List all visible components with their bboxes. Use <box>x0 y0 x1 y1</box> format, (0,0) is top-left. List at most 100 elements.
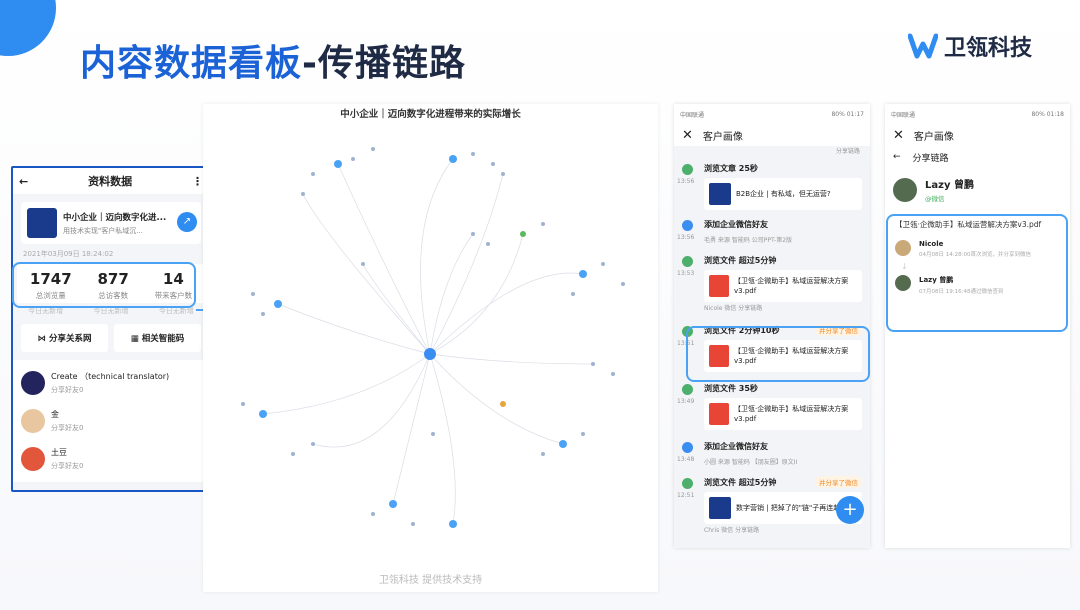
left-phone-title: 资料数据 <box>88 175 133 188</box>
graph-edges <box>262 158 594 525</box>
timeline-card[interactable]: B2B企业 | 有私域，但无运营? <box>704 178 862 210</box>
timeline-card-text: 【卫瓴·企微助手】私域运营解决方案v3.pdf <box>734 277 849 295</box>
timeline-item[interactable]: 12:51 浏览文件 超过5分钟 并分享了微信 数字营销 | 把掉了的"链"子再… <box>674 476 862 538</box>
top-meta: 分享链路 <box>835 148 860 155</box>
timeline-meta: Chris 微信 分享链路 <box>704 527 760 534</box>
list-item-sub: 分享好友0 <box>51 386 84 394</box>
status-carrier: 中国联通 <box>680 111 705 119</box>
share-chain-header: ← 分享链路 <box>885 146 1070 168</box>
graph-title: 中小企业｜迈向数字化进程带来的实际增长 <box>340 109 521 120</box>
chain-node-sub: 07月08日 19:16:48通过微信查到 <box>919 289 1004 295</box>
timeline-meta: Nicole 微信 分享链路 <box>704 305 763 312</box>
file-icon <box>682 164 693 175</box>
timeline-card-text: 数字营销 | 把掉了的"链"子再连起... <box>736 504 847 512</box>
timeline-time: 13:48 <box>677 456 695 463</box>
status-bar: 中国联通 80% 01:17 <box>674 104 870 124</box>
close-icon[interactable]: ✕ <box>893 127 904 143</box>
action-row: ⋈ 分享关系网 ▦ 相关智能码 <box>21 324 201 352</box>
share-network-label: 分享关系网 <box>48 334 92 344</box>
share-icon[interactable]: ↗ <box>177 212 197 232</box>
qr-code-icon: ▦ <box>130 334 142 344</box>
chain-node-name: Nicole <box>919 240 944 248</box>
wechat-icon <box>682 220 693 231</box>
user-row: Lazy 曾鹏 @微信 <box>885 168 1070 211</box>
status-carrier: 中国联通 <box>891 111 916 119</box>
timeline-card-text: 【卫瓴·企微助手】私域运营解决方案v3.pdf <box>734 347 849 365</box>
more-dots-icon[interactable]: ⋮ <box>192 174 203 188</box>
list-item[interactable]: 金分享好友0 <box>21 402 201 440</box>
title-main: 内容数据看板 <box>80 43 303 84</box>
status-battery-time: 80% 01:18 <box>1031 110 1064 118</box>
timeline-time: 13:56 <box>677 234 695 241</box>
timeline-item[interactable]: 13:49 浏览文件 35秒 【卫瓴·企微助手】私域运营解决方案v3.pdf <box>674 382 862 430</box>
chain-node[interactable]: Nicole 04月08日 14:28:00首次浏览，并分享到微信 <box>885 236 1070 262</box>
smart-code-button[interactable]: ▦ 相关智能码 <box>114 324 201 352</box>
close-icon[interactable]: ✕ <box>682 127 693 143</box>
timeline-card[interactable]: 【卫瓴·企微助手】私域运营解决方案v3.pdf <box>704 340 862 372</box>
stats-highlight-box <box>12 262 196 308</box>
timeline-title: 浏览文章 25秒 <box>704 164 758 173</box>
today-visitors: 今日无新增 <box>93 307 129 315</box>
page-title: 内容数据看板-传播链路 <box>80 34 466 86</box>
timeline-title: 浏览文件 35秒 <box>704 384 758 393</box>
avatar <box>21 371 45 395</box>
profile-header: ✕ 客户画像 <box>674 124 870 146</box>
list-item-name: 金 <box>51 410 59 419</box>
share-chain-title: 分享链路 <box>912 153 949 164</box>
share-network-icon: ⋈ <box>37 334 49 344</box>
timeline-item[interactable]: 13:53 浏览文件 超过5分钟 【卫瓴·企微助手】私域运营解决方案v3.pdf… <box>674 254 862 316</box>
stat-value: 14 <box>162 270 184 288</box>
back-arrow-icon[interactable]: ← <box>19 174 29 188</box>
title-sub: -传播链路 <box>302 43 466 84</box>
article-thumbnail <box>709 183 731 205</box>
timeline-item[interactable]: 13:48 添加企业微信好友 小圆 来源 智能码 【朋友圈】原文II <box>674 440 862 470</box>
avatar <box>21 447 45 471</box>
list-item[interactable]: 土豆分享好友0 <box>21 440 201 478</box>
timeline-item[interactable]: 13:56 浏览文章 25秒 B2B企业 | 有私域，但无运营? <box>674 162 862 210</box>
chain-arrow-icon: ↓ <box>901 262 908 271</box>
stat-value: 1747 <box>29 270 72 288</box>
today-row: 今日无新增 今日无新增 今日无新增 <box>13 306 209 316</box>
brand-logo-icon <box>907 33 938 59</box>
timeline-time: 13:49 <box>677 398 695 405</box>
status-battery-time: 80% 01:17 <box>831 110 864 118</box>
timeline-card[interactable]: 【卫瓴·企微助手】私域运营解决方案v3.pdf <box>704 398 862 430</box>
pdf-icon <box>709 403 729 425</box>
share-network-graph: 中小企业｜迈向数字化进程带来的实际增长 <box>203 104 658 592</box>
timeline-item[interactable]: 13:51 浏览文件 2分钟10秒 并分享了微信 【卫瓴·企微助手】私域运营解决… <box>674 324 862 372</box>
profile-title: 客户画像 <box>913 131 954 143</box>
timeline-title: 浏览文件 超过5分钟 <box>704 478 777 487</box>
stats-row: 1747 总浏览量 877 总访客数 14 带来客户数 <box>17 264 205 303</box>
timeline-card-text: B2B企业 | 有私域，但无运营? <box>736 190 831 198</box>
stat-value: 877 <box>97 270 129 288</box>
back-arrow-icon[interactable]: ← <box>893 152 901 162</box>
pdf-icon <box>709 275 729 297</box>
article-thumbnail <box>27 208 57 238</box>
smart-code-label: 相关智能码 <box>141 334 185 344</box>
timeline-meta: 毛勇 来源 智能码 公司PPT-第2版 <box>704 237 793 244</box>
timeline-item[interactable]: 13:56 添加企业微信好友 毛勇 来源 智能码 公司PPT-第2版 <box>674 218 862 248</box>
article-title: 中小企业｜迈向数字化进... <box>63 212 167 223</box>
corner-decoration <box>0 0 56 56</box>
today-customers: 今日无新增 <box>158 307 194 315</box>
list-item[interactable]: Create （technical translator)分享好友0 <box>21 364 201 402</box>
add-button[interactable]: + <box>836 496 864 524</box>
timeline-card[interactable]: 【卫瓴·企微助手】私域运营解决方案v3.pdf <box>704 270 862 302</box>
stat-label: 总访客数 <box>98 291 129 300</box>
left-phone-panel: ← 资料数据 ⋮ 中小企业｜迈向数字化进... 用技术实现"客户私域沉... ↗… <box>11 166 211 492</box>
timeline-time: 13:51 <box>677 340 695 347</box>
share-network-button[interactable]: ⋈ 分享关系网 <box>21 324 108 352</box>
wechat-icon <box>682 442 693 453</box>
article-thumbnail <box>709 497 731 519</box>
timeline-card[interactable]: 数字营销 | 把掉了的"链"子再连起... <box>704 492 862 524</box>
stat-visitors: 877 总访客数 <box>97 270 128 301</box>
user-tag: @微信 <box>925 195 945 203</box>
article-card[interactable]: 中小企业｜迈向数字化进... 用技术实现"客户私域沉... ↗ <box>21 202 201 244</box>
list-item-name: 土豆 <box>51 448 67 457</box>
article-subtitle: 用技术实现"客户私域沉... <box>63 226 143 235</box>
timeline-time: 13:53 <box>677 270 695 277</box>
status-bar: 中国联通 80% 01:18 <box>885 104 1070 124</box>
file-icon <box>682 384 693 395</box>
chain-node-sub: 04月08日 14:28:00首次浏览，并分享到微信 <box>919 252 1031 258</box>
chain-node[interactable]: Lazy 曾鹏 07月08日 19:16:48通过微信查到 <box>885 271 1070 299</box>
